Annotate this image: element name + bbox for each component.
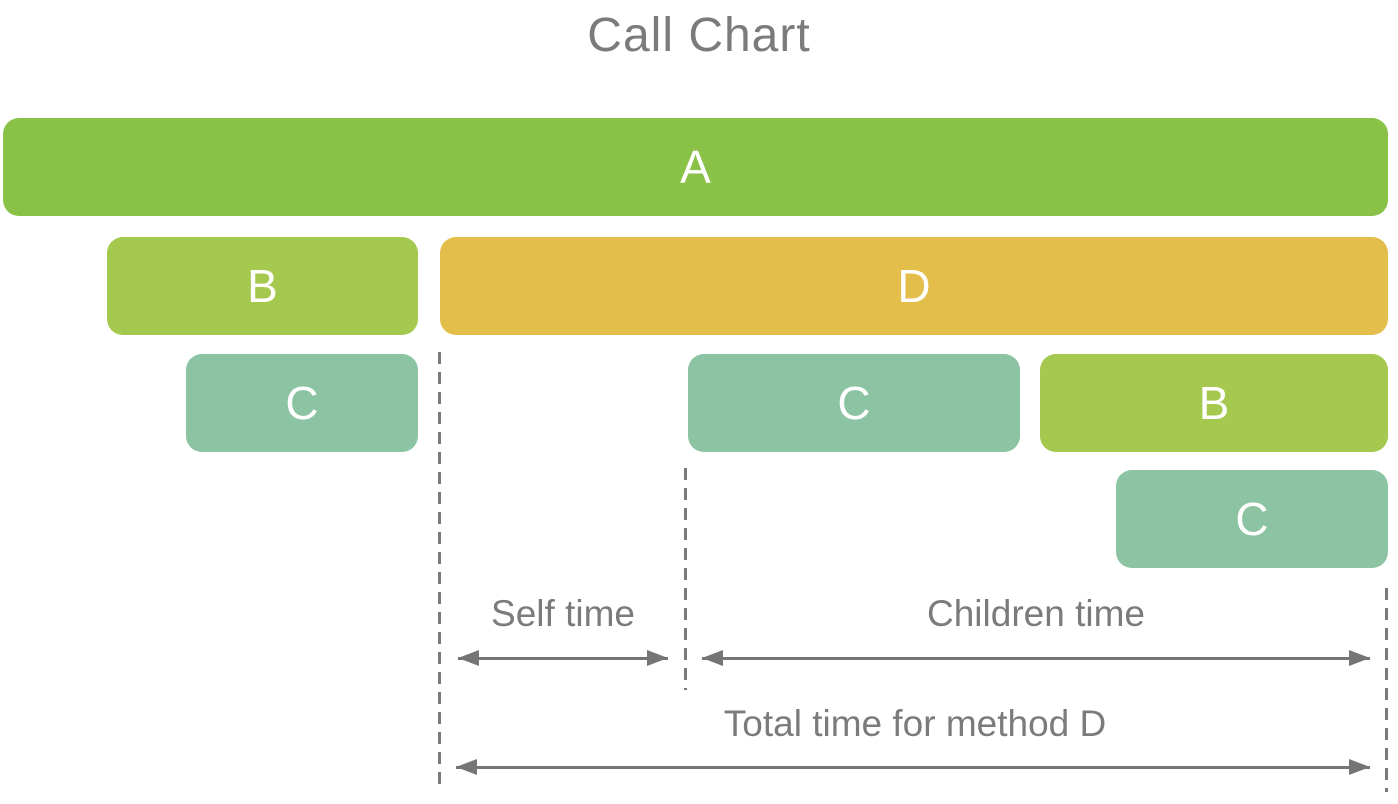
guide-line-d-end (1385, 588, 1388, 792)
total-time-label: Total time for method D (723, 703, 1107, 744)
bar-method-c-3: C (1116, 470, 1388, 568)
bar-method-b-1: B (107, 237, 418, 335)
self-time-arrow (458, 650, 668, 666)
bar-method-a: A (3, 118, 1388, 216)
bar-method-c-1: C (186, 354, 418, 452)
guide-line-children-start (684, 468, 687, 690)
bar-method-c-2: C (688, 354, 1020, 452)
children-time-label: Children time (927, 593, 1145, 634)
page-title: Call Chart (587, 9, 811, 62)
bar-method-d: D (440, 237, 1388, 335)
children-time-arrow (702, 650, 1370, 666)
bar-method-b-2: B (1040, 354, 1388, 452)
total-time-arrow (456, 759, 1370, 775)
self-time-label: Self time (491, 593, 635, 634)
guide-line-d-start (438, 352, 441, 792)
